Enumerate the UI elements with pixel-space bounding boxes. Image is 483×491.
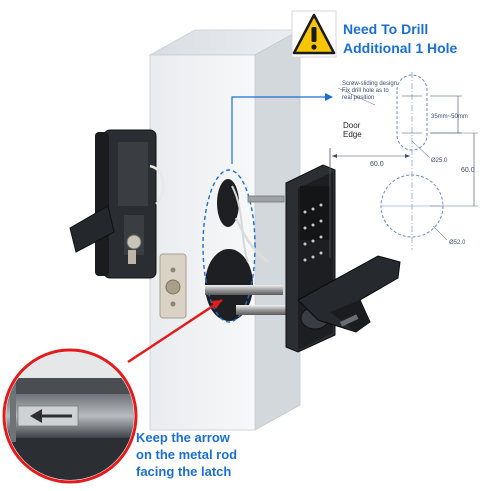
arrow-instruction-line-2: on the metal rod [136, 447, 238, 462]
drilling-template: Screw-sliding design. Fix drill hole as … [329, 72, 478, 258]
arrow-instruction-line-1: Keep the arrow [136, 430, 230, 445]
template-note-line-3: real position [342, 95, 374, 101]
drill-warning-title: Need To Drill Additional 1 Hole [343, 20, 457, 58]
interior-lock-body [69, 129, 165, 279]
dim-hole-spacing: 35mm~50mm [431, 114, 468, 120]
spindle-rods [205, 195, 291, 315]
drill-warning-line-2: Additional 1 Hole [343, 40, 458, 56]
drill-warning-line-1: Need To Drill [343, 21, 429, 37]
template-note-line-2: Fix drill hole as to [342, 88, 389, 94]
drill-hole-highlight [202, 169, 256, 323]
arrow-instruction: Keep the arrow on the metal rod facing t… [136, 429, 237, 480]
dim-large-hole-diameter: Ø52.0 [449, 240, 466, 246]
door-edge-label-1: Door [343, 121, 361, 130]
door-slab [148, 29, 302, 431]
door-edge-label-2: Edge [343, 130, 362, 139]
red-callout [2, 298, 223, 484]
dim-offset-horizontal: 60.0 [370, 161, 384, 168]
dim-offset-vertical: 60.0 [461, 167, 475, 174]
arrow-instruction-line-3: facing the latch [136, 464, 232, 479]
warning-triangle-icon [291, 10, 337, 58]
smart-lock-body [285, 164, 401, 353]
template-note-line-1: Screw-sliding design. [342, 81, 399, 87]
dim-small-hole-diameter: Ø25.0 [431, 158, 448, 164]
